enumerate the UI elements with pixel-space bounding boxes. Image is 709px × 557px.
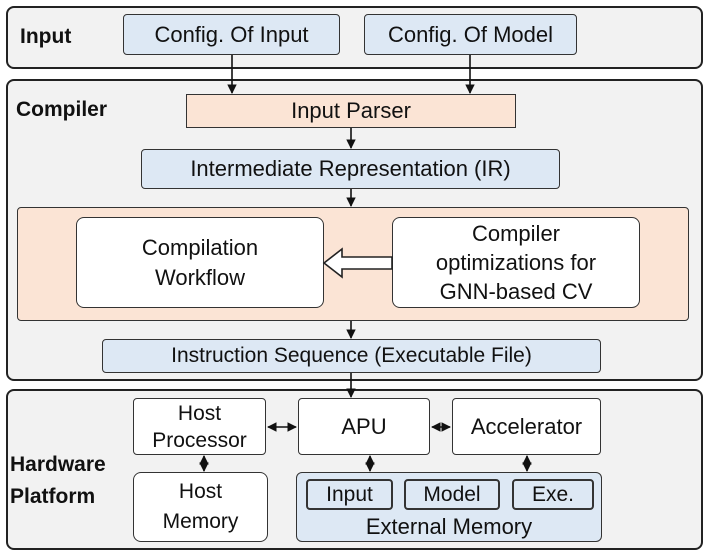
compiler-optimizations-line2: optimizations for <box>435 250 597 275</box>
compiler-optimizations-line1: Compiler <box>471 221 561 246</box>
external-memory-exe-cell: Exe. <box>512 479 594 510</box>
host-memory-line1: Host <box>178 480 223 503</box>
input-section-label: Input <box>20 25 72 48</box>
host-processor-line2: Processor <box>152 428 247 452</box>
hardware-label-line2: Platform <box>10 485 96 508</box>
config-of-input-box: Config. Of Input <box>123 14 340 55</box>
external-memory-model-cell: Model <box>404 479 500 510</box>
config-of-model-box: Config. Of Model <box>364 14 577 55</box>
compilation-workflow-line2: Workflow <box>154 264 246 290</box>
accelerator-box: Accelerator <box>452 398 601 455</box>
host-processor-line1: Host <box>177 401 222 425</box>
external-memory-label: External Memory <box>365 514 533 539</box>
compiler-optimizations-line3: GNN-based CV <box>439 279 593 304</box>
compilation-workflow-box: Compilation Workflow <box>76 217 324 308</box>
host-memory-line2: Memory <box>162 510 239 533</box>
apu-box: APU <box>298 398 430 455</box>
instruction-sequence-box: Instruction Sequence (Executable File) <box>102 339 601 373</box>
host-memory-box: Host Memory <box>133 472 268 542</box>
compilation-workflow-line1: Compilation <box>141 234 259 260</box>
host-processor-box: Host Processor <box>133 398 266 455</box>
ir-box: Intermediate Representation (IR) <box>141 149 560 189</box>
input-panel <box>6 6 703 69</box>
external-memory-input-cell: Input <box>306 479 393 510</box>
hardware-label-line1: Hardware <box>10 453 106 476</box>
hardware-section-label: Hardware Platform <box>10 449 106 513</box>
compiler-optimizations-box: Compiler optimizations for GNN-based CV <box>392 217 640 308</box>
compiler-section-label: Compiler <box>16 98 108 121</box>
input-parser-box: Input Parser <box>186 94 516 128</box>
